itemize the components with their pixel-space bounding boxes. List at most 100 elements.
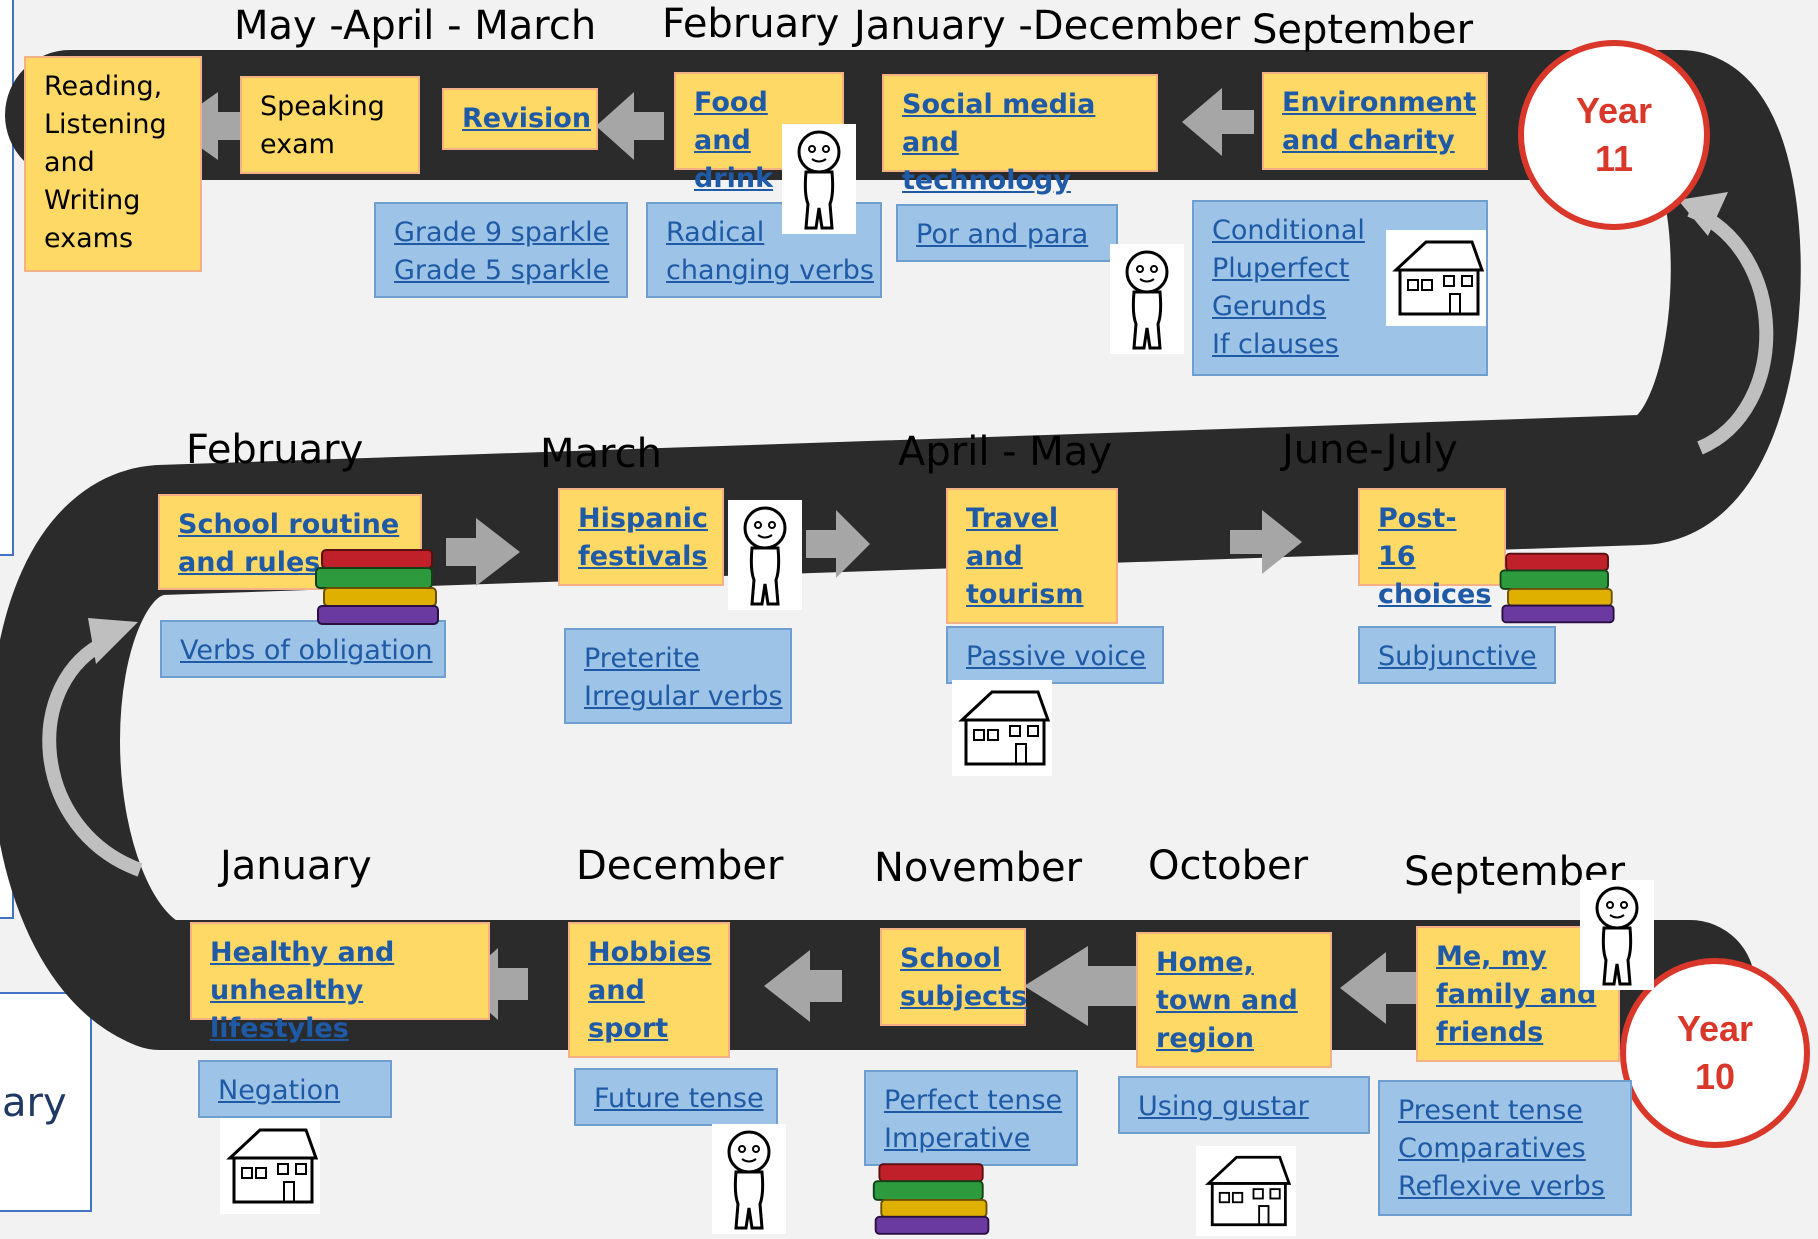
- arrow-icon: [1230, 510, 1302, 574]
- grammar-future-tense[interactable]: Future tense: [574, 1068, 778, 1126]
- text-line: friends: [1436, 1017, 1544, 1048]
- topic-speaking-exam: Speaking exam: [240, 76, 420, 174]
- arrow-icon: [1182, 88, 1254, 156]
- curve-arrowhead-left: [88, 618, 138, 664]
- text-line: Speaking: [260, 91, 385, 122]
- house-icon: [220, 1118, 320, 1214]
- text-line: School routine: [178, 509, 400, 540]
- arrow-icon: [1340, 952, 1418, 1024]
- arrow-icon: [170, 92, 248, 160]
- topic-hobbies-sport[interactable]: Hobbies and sport: [568, 922, 730, 1058]
- month-june-july: June-July: [1282, 427, 1458, 473]
- text-line: and charity: [1282, 125, 1455, 156]
- text-line: Grade 9 sparkle: [394, 217, 610, 248]
- topic-environment[interactable]: Environment and charity: [1262, 72, 1488, 170]
- topic-hispanic-festivals[interactable]: Hispanic festivals: [558, 488, 724, 586]
- curve-arrowhead-right: [1678, 192, 1728, 236]
- text-line: and: [588, 975, 645, 1006]
- text-line: Verbs of obligation: [180, 635, 433, 666]
- text-line: Conditional: [1212, 215, 1365, 246]
- grammar-por-para[interactable]: Por and para: [896, 204, 1118, 262]
- text-line: Pluperfect: [1212, 253, 1350, 284]
- topic-post-16[interactable]: Post-16 choices: [1358, 488, 1506, 610]
- topic-travel-tourism[interactable]: Travel and tourism: [946, 488, 1118, 624]
- text-line: Imperative: [884, 1123, 1031, 1154]
- text-line: and rules: [178, 547, 321, 578]
- text-line: Listening: [44, 109, 167, 140]
- text-line: family and: [1436, 979, 1597, 1010]
- topic-school-subjects[interactable]: School subjects: [880, 928, 1028, 1026]
- text-line: Radical: [666, 217, 765, 248]
- left-fragment-bottom: [0, 992, 92, 1212]
- house-icon: [1196, 1146, 1296, 1236]
- topic-revision[interactable]: Revision: [442, 88, 598, 150]
- text-line: School: [900, 943, 1002, 974]
- month-may-april-march: May -April - March: [234, 3, 597, 49]
- person-icon: [712, 1124, 786, 1234]
- text-line: Writing: [44, 185, 141, 216]
- text-line: technology: [902, 165, 1071, 196]
- arrow-icon: [764, 950, 842, 1022]
- grammar-passive-voice[interactable]: Passive voice: [946, 626, 1164, 684]
- text-line: subjects: [900, 981, 1028, 1012]
- text-line: Passive voice: [966, 641, 1146, 672]
- text-line: Perfect tense: [884, 1085, 1063, 1116]
- text-line: tourism: [966, 579, 1084, 610]
- text-line: Hobbies: [588, 937, 712, 968]
- text-line: sport: [588, 1013, 669, 1044]
- text-line: choices: [1378, 579, 1492, 610]
- text-line: Post-16: [1378, 503, 1457, 572]
- month-february-top: February: [662, 1, 840, 47]
- text-line: Food and: [694, 87, 768, 156]
- text-line: changing verbs: [666, 255, 874, 286]
- grammar-verbs-obligation[interactable]: Verbs of obligation: [160, 620, 446, 678]
- topic-social-media[interactable]: Social media and technology: [882, 74, 1158, 196]
- grammar-subjunctive[interactable]: Subjunctive: [1358, 626, 1556, 684]
- arrow-icon: [1024, 946, 1144, 1026]
- text-line: exams: [44, 223, 134, 254]
- text-line: Comparatives: [1398, 1133, 1586, 1164]
- text-line: Hispanic: [578, 503, 708, 534]
- text-line: festivals: [578, 541, 708, 572]
- month-february-mid: February: [186, 427, 364, 473]
- fragment-text: ary: [2, 1080, 67, 1126]
- text-line: Environment: [1282, 87, 1477, 118]
- text-line: drink: [694, 163, 774, 194]
- person-icon: [782, 124, 856, 234]
- text-line: Me, my: [1436, 941, 1547, 972]
- text-line: exam: [260, 129, 335, 160]
- person-icon: [728, 500, 802, 610]
- person-icon: [1580, 880, 1654, 990]
- arrow-icon: [446, 518, 520, 586]
- text-line: Future tense: [594, 1083, 764, 1114]
- text-line: Present tense: [1398, 1095, 1583, 1126]
- text-line: Reading,: [44, 71, 163, 102]
- text-line: unhealthy lifestyles: [210, 975, 364, 1044]
- text-line: Grade 5 sparkle: [394, 255, 610, 286]
- text-line: Reflexive verbs: [1398, 1171, 1605, 1202]
- text-line: Por and para: [916, 219, 1089, 250]
- text-line: Using gustar: [1138, 1091, 1309, 1122]
- text-line: town and: [1156, 985, 1298, 1016]
- month-december-bottom: December: [576, 843, 784, 889]
- text-line: Subjunctive: [1378, 641, 1537, 672]
- text-line: and: [44, 147, 95, 178]
- text-line: and: [966, 541, 1023, 572]
- books-icon: [315, 549, 439, 625]
- text-line: Social media and: [902, 89, 1096, 158]
- text-line: Travel: [966, 503, 1059, 534]
- grammar-using-gustar[interactable]: Using gustar: [1118, 1076, 1370, 1134]
- books-icon: [872, 1163, 990, 1235]
- text-line: Home,: [1156, 947, 1254, 978]
- grammar-negation[interactable]: Negation: [198, 1060, 392, 1118]
